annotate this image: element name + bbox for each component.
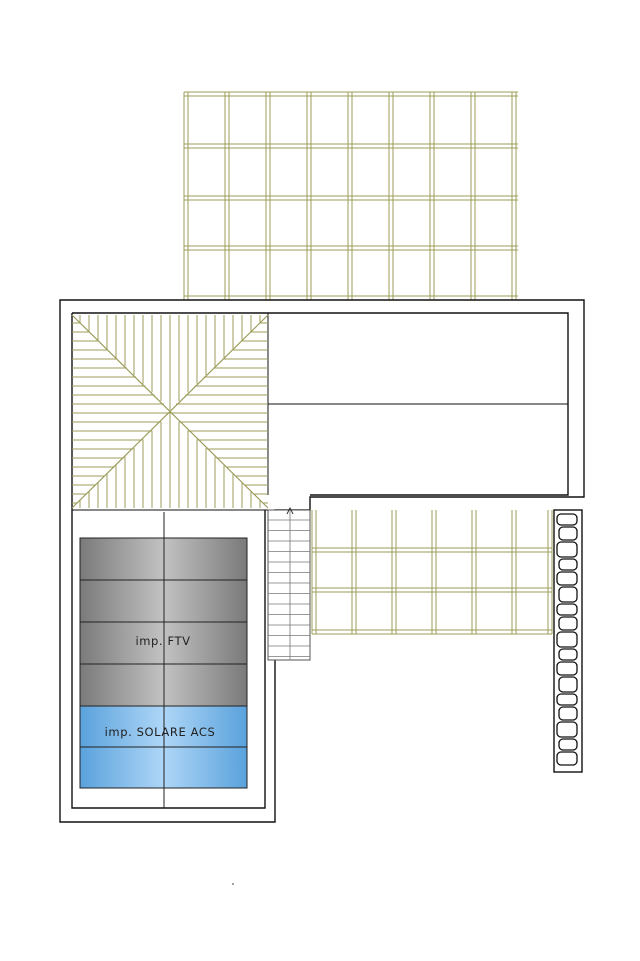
pergola-top-grid bbox=[183, 91, 518, 301]
stone-block bbox=[558, 648, 578, 661]
stone-block bbox=[556, 603, 578, 616]
stone-block bbox=[556, 661, 578, 676]
stone-block bbox=[556, 541, 578, 558]
stone-block bbox=[556, 693, 578, 706]
stone-block bbox=[556, 721, 578, 738]
stone-block bbox=[556, 751, 578, 766]
stone-block bbox=[558, 558, 578, 571]
stone-block bbox=[558, 526, 578, 541]
solar-acs-label: imp. SOLARE ACS bbox=[105, 725, 216, 739]
stone-block bbox=[558, 616, 578, 631]
stone-block bbox=[558, 738, 578, 751]
pergola-right-grid bbox=[311, 510, 553, 635]
stair-direction-arrow bbox=[286, 506, 294, 515]
stair-steps bbox=[267, 506, 311, 661]
stone-wall bbox=[553, 509, 583, 773]
stone-block bbox=[556, 631, 578, 648]
stone-block bbox=[556, 571, 578, 586]
stone-block bbox=[558, 676, 578, 693]
stone-block bbox=[558, 586, 578, 603]
hip-roof-hatch bbox=[71, 314, 269, 509]
stair-frame bbox=[267, 509, 311, 661]
small-dot-mark bbox=[232, 883, 234, 885]
stone-block bbox=[558, 706, 578, 721]
ftv-label: imp. FTV bbox=[135, 634, 190, 648]
stone-block bbox=[556, 513, 578, 526]
